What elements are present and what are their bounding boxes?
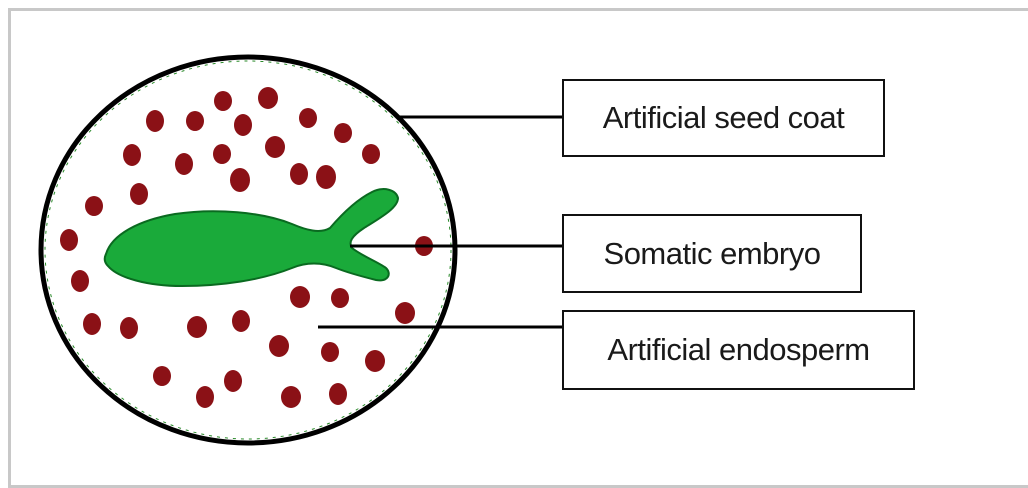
- seed-coat-label-box: Artificial seed coat: [562, 79, 885, 157]
- endosperm-dot: [299, 108, 317, 128]
- endosperm-dot: [214, 91, 232, 111]
- endosperm-dot: [120, 317, 138, 339]
- endosperm-dot: [321, 342, 339, 362]
- endosperm-dot: [331, 288, 349, 308]
- endosperm-dot: [175, 153, 193, 175]
- endosperm-dot: [230, 168, 250, 192]
- somatic-embryo-label: Somatic embryo: [604, 236, 821, 272]
- endosperm-dot: [60, 229, 78, 251]
- endosperm-dot: [83, 313, 101, 335]
- endosperm-dot: [395, 302, 415, 324]
- endosperm-dot: [71, 270, 89, 292]
- somatic-embryo-label-box: Somatic embryo: [562, 214, 862, 293]
- endosperm-dot: [146, 110, 164, 132]
- endosperm-dot: [153, 366, 171, 386]
- endosperm-dot: [265, 136, 285, 158]
- endosperm-dot: [329, 383, 347, 405]
- endosperm-dot: [232, 310, 250, 332]
- endosperm-label: Artificial endosperm: [607, 332, 869, 368]
- artificial-seed-diagram: [0, 0, 1028, 472]
- endosperm-dot: [290, 286, 310, 308]
- endosperm-dot: [269, 335, 289, 357]
- endosperm-dot: [123, 144, 141, 166]
- endosperm-dot: [85, 196, 103, 216]
- endosperm-dot: [365, 350, 385, 372]
- endosperm-dot: [130, 183, 148, 205]
- endosperm-dot: [362, 144, 380, 164]
- endosperm-dot: [234, 114, 252, 136]
- endosperm-dot: [258, 87, 278, 109]
- endosperm-dot: [186, 111, 204, 131]
- endosperm-dot: [224, 370, 242, 392]
- endosperm-dot: [196, 386, 214, 408]
- endosperm-dot: [213, 144, 231, 164]
- endosperm-dot: [281, 386, 301, 408]
- endosperm-dot: [334, 123, 352, 143]
- diagram-frame: Artificial seed coat Somatic embryo Arti…: [0, 0, 1028, 472]
- endosperm-dot: [316, 165, 336, 189]
- endosperm-label-box: Artificial endosperm: [562, 310, 915, 390]
- endosperm-dot: [187, 316, 207, 338]
- endosperm-dot: [290, 163, 308, 185]
- seed-coat-label: Artificial seed coat: [603, 100, 845, 136]
